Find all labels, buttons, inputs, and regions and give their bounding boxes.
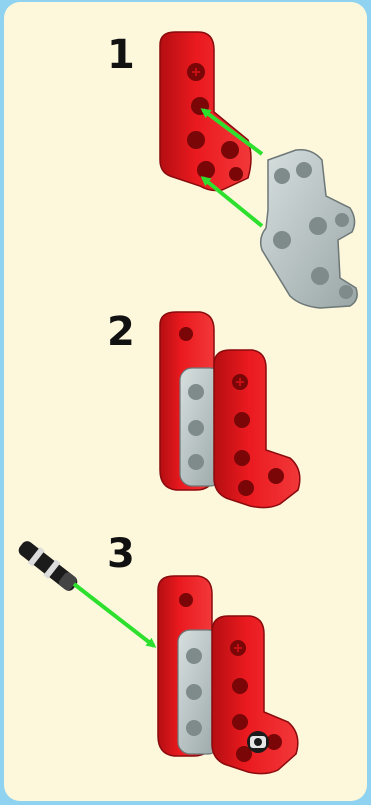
red-beam-front-icon — [214, 350, 300, 508]
insert-arrow — [74, 584, 154, 646]
black-pin-icon — [15, 537, 81, 595]
step-3-illustration — [15, 537, 298, 773]
step-1-illustration — [160, 32, 357, 308]
assembly-illustration — [4, 2, 367, 801]
instruction-panel: 1 2 3 — [4, 2, 367, 801]
inserted-pin-icon — [247, 731, 269, 753]
step-2-illustration — [160, 312, 300, 508]
gray-connector-icon — [261, 150, 357, 308]
